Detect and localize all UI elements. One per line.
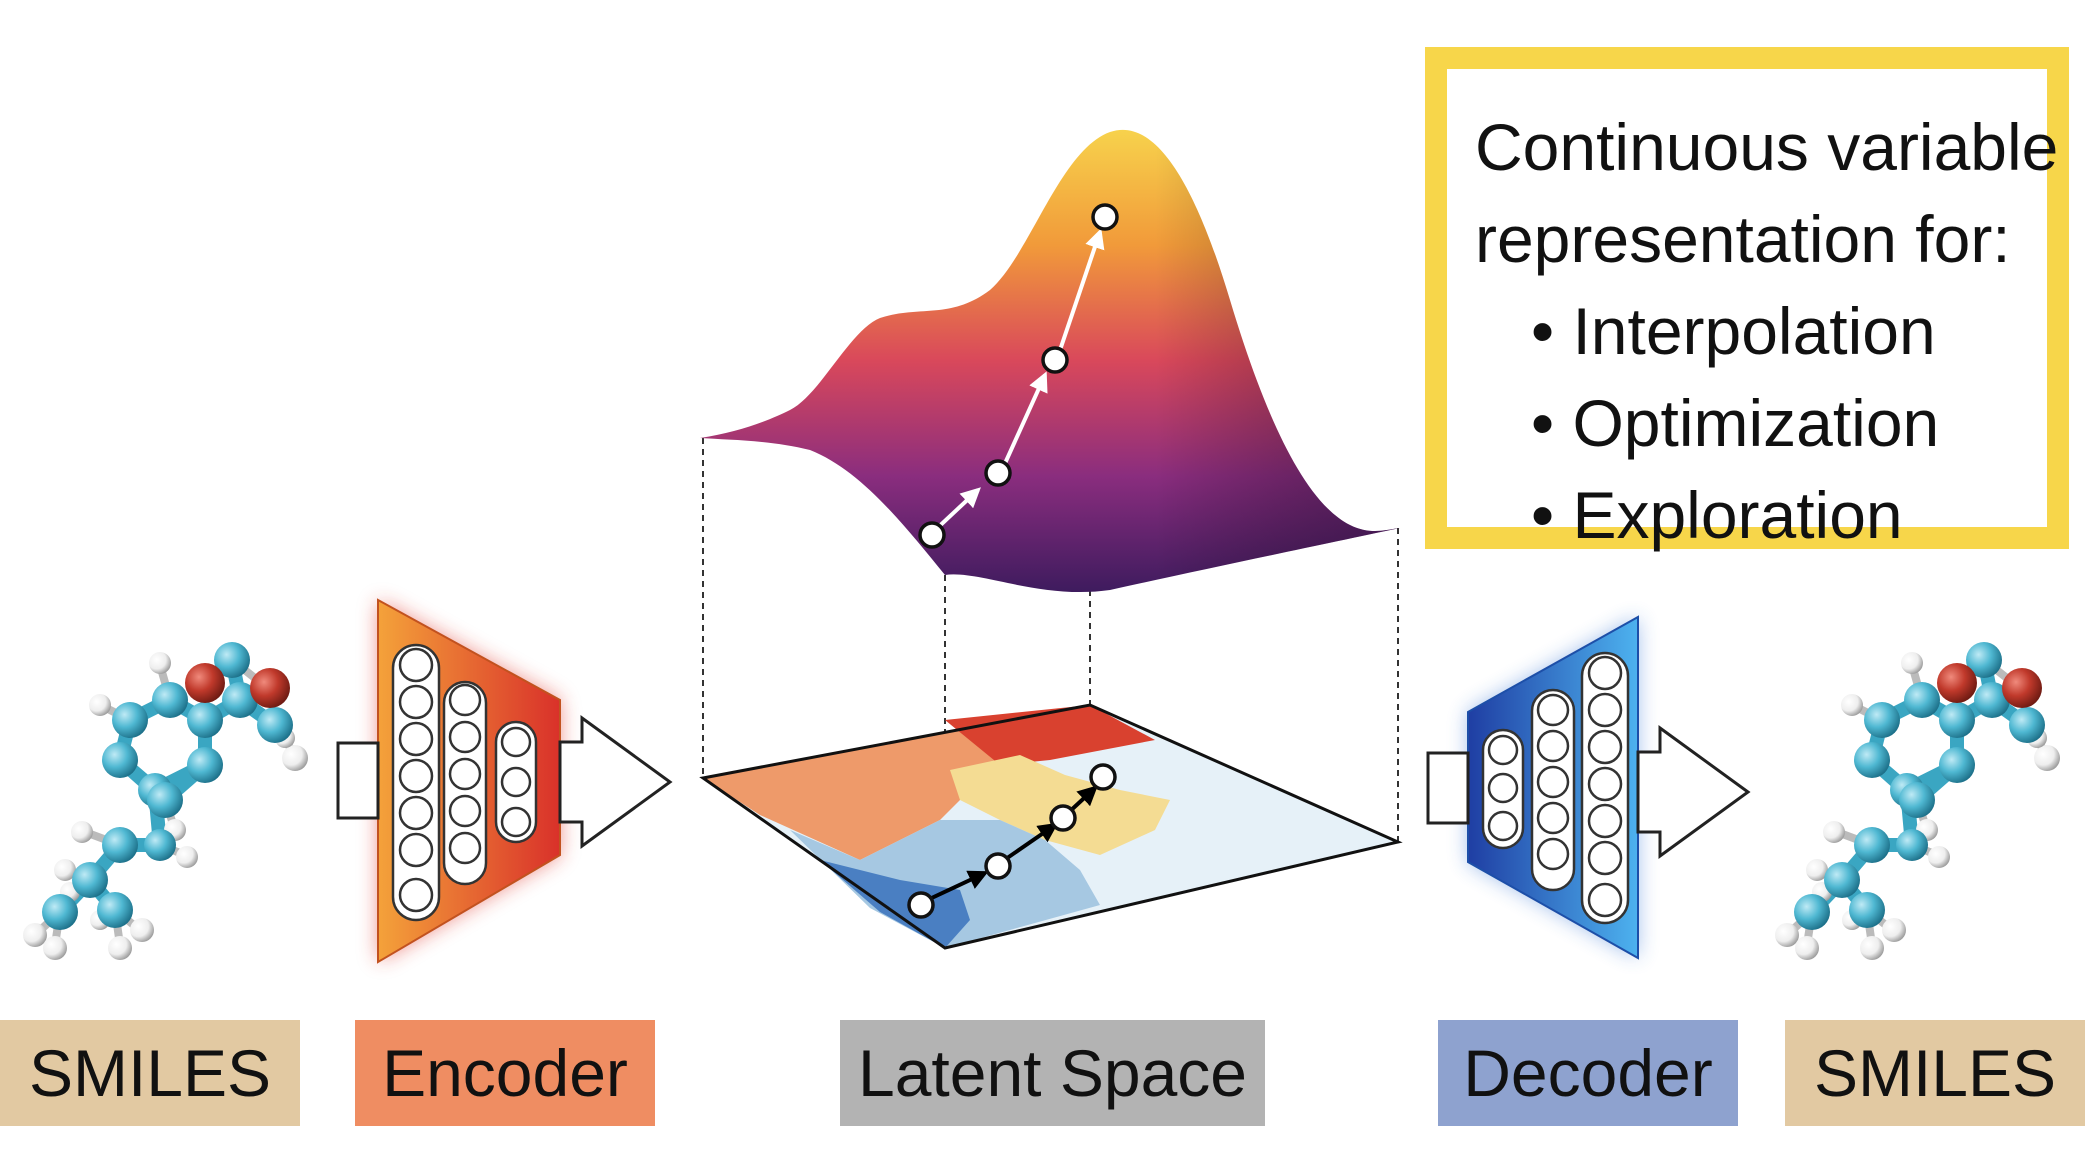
info-title-line2: representation for: (1475, 202, 2011, 276)
decoder-network (1426, 615, 1751, 960)
decoder-text: Decoder (1463, 1036, 1713, 1110)
encoder-text: Encoder (382, 1036, 628, 1110)
latent-space-text: Latent Space (858, 1036, 1247, 1110)
info-bullet-optimization: • Optimization (1531, 386, 1940, 460)
encoder-network (336, 598, 673, 964)
info-bullet-exploration: • Exploration (1531, 478, 1903, 552)
encoder-label: Encoder (355, 1020, 655, 1126)
smiles-input-label: SMILES (0, 1020, 300, 1126)
smiles-output-label: SMILES (1785, 1020, 2085, 1126)
info-bullet-interpolation: • Interpolation (1531, 294, 1936, 368)
info-box: Continuous variable representation for: … (1425, 47, 2069, 552)
smiles-output-text: SMILES (1813, 1036, 2057, 1110)
molecule-left (23, 642, 308, 960)
decoder-label: Decoder (1438, 1020, 1738, 1126)
latent-surface (700, 129, 1400, 948)
molecule-right (1775, 642, 2060, 960)
latent-space-label: Latent Space (840, 1020, 1265, 1126)
info-title-line1: Continuous variable (1475, 110, 2059, 184)
latent-plane (699, 703, 1403, 950)
smiles-input-text: SMILES (28, 1036, 272, 1110)
